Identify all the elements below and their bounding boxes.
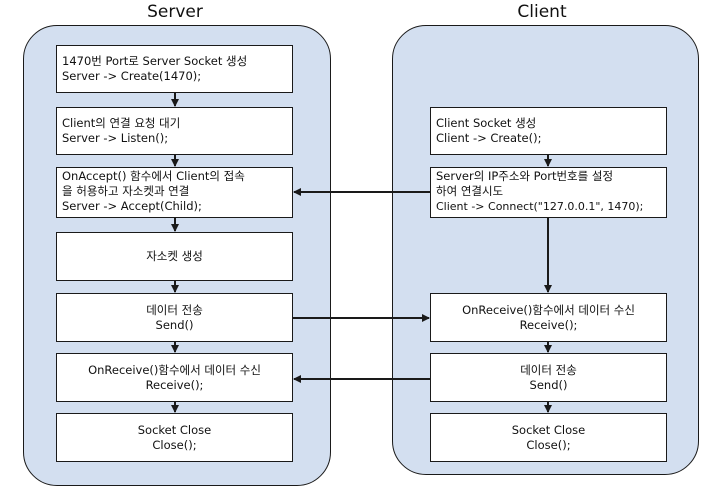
client-box-connect: Server의 IP주소와 Port번호를 설정 하여 연결시도 Client … [430, 167, 667, 218]
server-accept-line-3: Server -> Accept(Child); [62, 199, 202, 213]
server-send-line-2: Send() [155, 317, 194, 332]
server-close-line-1: Socket Close [137, 422, 212, 437]
server-close-line-2: Close(); [152, 437, 197, 452]
client-close-line-2: Close(); [526, 437, 571, 452]
client-title: Client [517, 2, 567, 22]
server-title: Server [147, 2, 203, 22]
server-create-line-2: Server -> Create(1470); [62, 69, 202, 83]
server-child-line-1: 자소켓 생성 [146, 249, 203, 263]
client-connect-line-1: Server의 IP주소와 Port번호를 설정 [436, 169, 614, 183]
client-create-line-1: Client Socket 생성 [436, 116, 537, 130]
server-box-listen: Client의 연결 요청 대기 Server -> Listen(); [56, 107, 293, 155]
server-receive-line-2: Receive(); [145, 377, 204, 392]
server-create-line-1: 1470번 Port로 Server Socket 생성 [62, 54, 248, 68]
server-box-accept: OnAccept() 함수에서 Client의 접속 을 허용하고 자소켓과 연… [56, 167, 293, 218]
client-connect-line-2: 하여 연결시도 [436, 184, 504, 198]
client-connect-line-3: Client -> Connect("127.0.0.1", 1470); [436, 200, 644, 213]
client-close-line-1: Socket Close [511, 422, 586, 437]
client-create-line-2: Client -> Create(); [436, 131, 542, 145]
client-receive-line-2: Receive(); [519, 317, 578, 332]
server-listen-line-2: Server -> Listen(); [62, 131, 169, 145]
client-send-line-1: 데이터 전송 [520, 362, 577, 377]
client-send-line-2: Send() [529, 377, 568, 392]
server-box-close: Socket Close Close(); [56, 413, 293, 462]
client-box-receive: OnReceive()함수에서 데이터 수신 Receive(); [430, 293, 667, 342]
server-box-create: 1470번 Port로 Server Socket 생성 Server -> C… [56, 45, 293, 93]
server-send-line-1: 데이터 전송 [146, 302, 203, 317]
client-receive-line-1: OnReceive()함수에서 데이터 수신 [462, 302, 635, 317]
server-box-child-socket: 자소켓 생성 [56, 232, 293, 281]
server-listen-line-1: Client의 연결 요청 대기 [62, 116, 181, 130]
client-box-create: Client Socket 생성 Client -> Create(); [430, 107, 667, 155]
server-receive-line-1: OnReceive()함수에서 데이터 수신 [88, 362, 261, 377]
client-box-close: Socket Close Close(); [430, 413, 667, 462]
server-accept-line-1: OnAccept() 함수에서 Client의 접속 [62, 169, 245, 183]
server-box-receive: OnReceive()함수에서 데이터 수신 Receive(); [56, 353, 293, 402]
server-accept-line-2: 을 허용하고 자소켓과 연결 [62, 184, 190, 198]
client-box-send: 데이터 전송 Send() [430, 353, 667, 402]
server-box-send: 데이터 전송 Send() [56, 293, 293, 342]
